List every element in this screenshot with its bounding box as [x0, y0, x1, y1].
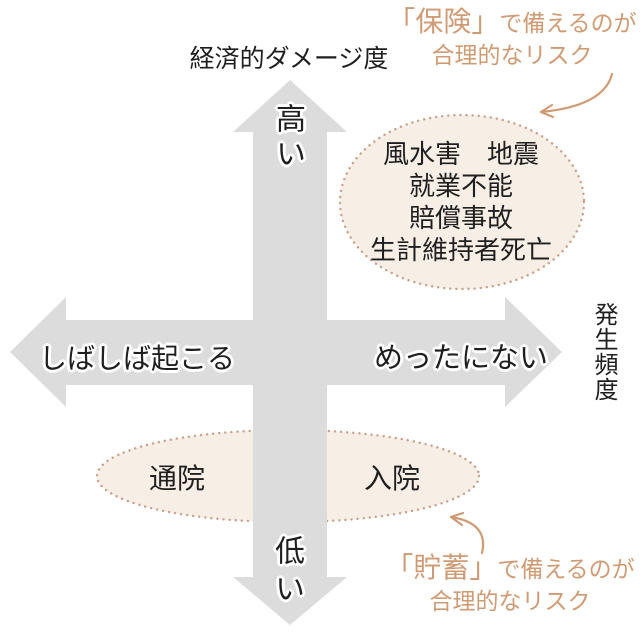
- horizontal-axis-arrow: [10, 297, 562, 407]
- vertical-axis-high-label: 高い: [271, 103, 304, 173]
- insurance-note-rest: で備えるのが: [499, 10, 637, 36]
- savings-note-emphasis: 「貯蓄」: [385, 552, 498, 583]
- horizontal-axis-right-label: めったにない: [373, 342, 549, 375]
- savings-note-rest: で備えるのが: [497, 556, 635, 582]
- horizontal-axis-left-label: しばしば起こる: [38, 343, 236, 374]
- vertical-axis-title: 経済的ダメージ度: [189, 45, 389, 73]
- savings-note: 「貯蓄」で備えるのが 合理的なリスク: [385, 551, 635, 615]
- horizontal-axis-title: 発生頻度: [590, 302, 617, 402]
- insurance-risk-ellipse: [338, 113, 586, 291]
- insurance-risk-item: 生計維持者死亡: [369, 235, 553, 265]
- insurance-note-line2: 合理的なリスク: [431, 41, 593, 68]
- savings-note-line1: 「貯蓄」で備えるのが: [385, 551, 635, 585]
- insurance-risk-item: 賠償事故: [408, 203, 514, 233]
- insurance-note: 「保険」で備えるのが 合理的なリスク: [386, 5, 638, 69]
- insurance-note-emphasis: 「保険」: [387, 6, 500, 37]
- savings-risk-item-outpatient: 通院: [148, 463, 206, 494]
- insurance-note-line1: 「保険」で備えるのが: [386, 5, 638, 39]
- vertical-axis-low-label: 低い: [270, 535, 303, 611]
- insurance-risk-item: 風水害 地震: [382, 139, 540, 169]
- savings-risk-item-hospitalization: 入院: [363, 463, 421, 494]
- insurance-risk-item: 就業不能: [408, 171, 514, 201]
- savings-note-arrow: [449, 511, 485, 555]
- savings-note-line2: 合理的なリスク: [429, 587, 591, 614]
- insurance-risk-items: 風水害 地震 就業不能 賠償事故 生計維持者死亡: [370, 138, 552, 266]
- insurance-note-arrow: [539, 72, 614, 119]
